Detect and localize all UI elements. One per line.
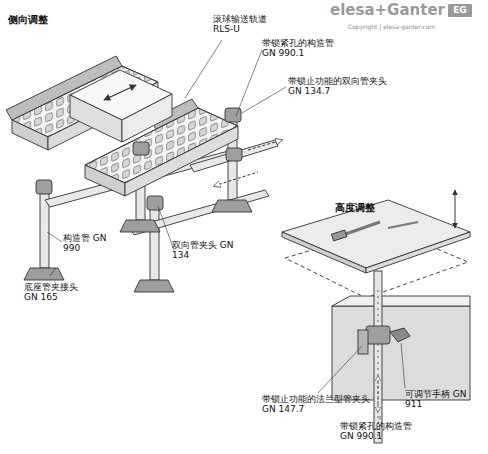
- height-unit: [282, 190, 470, 443]
- brand-badge: EG: [448, 4, 472, 17]
- part-label: 带锁紧孔的构造管 GN 990.1: [340, 421, 418, 442]
- part-label: 带锁紧孔的构造管 GN 990.1: [262, 38, 340, 59]
- conveyor-frame: [6, 56, 278, 292]
- part-label: 滚球输送轨道 RLS-U: [213, 14, 275, 35]
- part-label: 双向管夹头 GN 134: [172, 240, 236, 261]
- part-label: 构造管 GN 990: [63, 233, 111, 254]
- leader-line: [318, 343, 405, 420]
- part-label: 底座管夹接头 GN 165: [24, 282, 94, 303]
- part-label: 带锁止功能的双向管夹头 GN 134.7: [288, 76, 400, 97]
- logo: [448, 4, 472, 17]
- movement-arrow: [104, 85, 282, 186]
- leader-line: [47, 40, 286, 276]
- part-label: 带锁止功能的法兰型管夹头 GN 147.7: [262, 394, 386, 415]
- section-heading: 高度调整: [335, 202, 405, 214]
- part-label: 可调节手柄 GN 911: [405, 389, 485, 410]
- brand-logo: elesa+Ganter: [330, 2, 446, 19]
- section-heading: 侧向调整: [8, 14, 88, 26]
- copyright-note: Copyright | elesa-ganter.com: [348, 24, 486, 31]
